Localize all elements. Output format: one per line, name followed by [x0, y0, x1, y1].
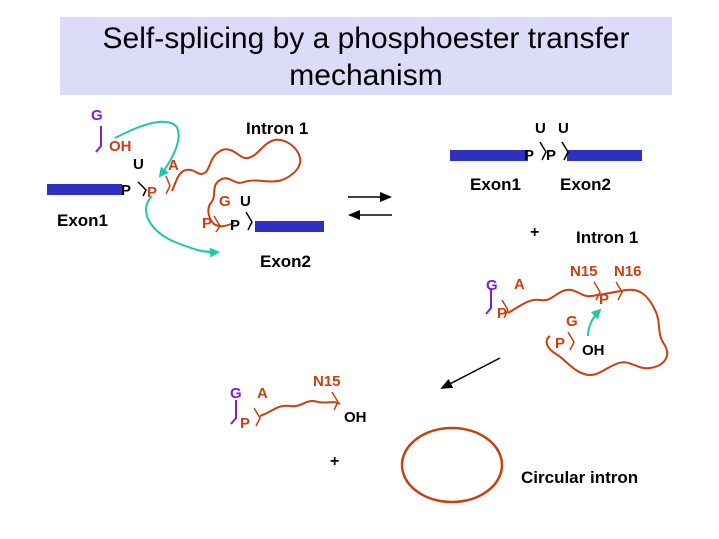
left-p-label-2: P — [147, 184, 157, 201]
right-p-kink-1 — [539, 141, 547, 161]
bottom-p-kink-1 — [253, 407, 261, 427]
lariat-a-label: A — [514, 276, 525, 293]
left-g-label: G — [91, 107, 103, 124]
lariat-n16-label: N16 — [614, 263, 642, 280]
lariat-intron — [507, 288, 669, 376]
left-exon2-label: Exon2 — [260, 252, 311, 271]
bottom-plus-sign: + — [330, 453, 339, 470]
left-u2-label: U — [240, 193, 251, 210]
left-oh-label: OH — [109, 138, 132, 155]
attack-arrow-1 — [114, 120, 180, 178]
lariat-p-inner-label: P — [555, 335, 565, 352]
left-p-kink-4 — [245, 211, 253, 231]
lariat-g-inner-label: G — [566, 313, 578, 330]
right-p-label-2: P — [546, 147, 556, 164]
lariat-g-label: G — [486, 277, 498, 294]
right-intron-label: Intron 1 — [576, 228, 638, 247]
lariat-p-kink-3 — [615, 281, 623, 301]
left-g2-label: G — [219, 193, 231, 210]
product-arrow — [440, 357, 501, 389]
lariat-g-stem — [485, 288, 492, 315]
right-u-label-2: U — [558, 120, 569, 137]
bottom-p-kink-2 — [331, 391, 339, 411]
left-p-kink-1 — [137, 181, 147, 197]
lariat-oh-label: OH — [582, 342, 605, 359]
right-u-label-1: U — [535, 120, 546, 137]
right-plus-sign: + — [530, 224, 539, 241]
left-u-label: U — [133, 156, 144, 173]
bottom-a-label: A — [257, 385, 268, 402]
lariat-n15-label: N15 — [570, 263, 598, 280]
left-p-kink-3 — [213, 215, 221, 233]
right-exon2-label: Exon2 — [560, 175, 611, 194]
lariat-p-top-label: P — [599, 291, 609, 308]
bottom-oh-label: OH — [344, 409, 367, 426]
left-a-label: A — [168, 157, 179, 174]
title-box — [60, 17, 672, 95]
bottom-n15-label: N15 — [313, 373, 341, 390]
lariat-p-kink-2 — [593, 281, 601, 301]
attack-arrow-2 — [145, 195, 220, 258]
right-p-label-1: P — [524, 147, 534, 164]
guanosine-stem — [95, 126, 102, 153]
bottom-g-stem — [230, 400, 237, 425]
right-exon2-bar — [567, 150, 642, 161]
lariat-p-kink-1 — [501, 299, 509, 319]
left-p-label-4: P — [230, 217, 240, 234]
left-exon1-label: Exon1 — [57, 211, 108, 230]
lariat-p-label: P — [497, 305, 507, 322]
right-p-kink-2 — [561, 141, 569, 161]
slide-title: Self-splicing by a phosphoester transfer… — [102, 22, 630, 92]
lariat-attack-arrow — [587, 308, 602, 337]
bottom-panel: G A P N15 OH + Circular intron — [230, 373, 638, 504]
left-panel: G OH U A P P Intron 1 G U P P Exon1 Exon… — [47, 107, 324, 271]
lariat-p-kink-4 — [567, 331, 575, 351]
right-exon1-label: Exon1 — [470, 175, 521, 194]
left-p-label-1: P — [121, 182, 131, 199]
equilibrium-arrows — [348, 192, 392, 220]
right-exon1-bar — [450, 150, 528, 161]
intron-loop — [171, 138, 302, 228]
bottom-g-label: G — [230, 385, 242, 402]
circular-intron-label: Circular intron — [521, 468, 638, 487]
left-p-kink-2 — [165, 175, 171, 195]
exon2-bar — [255, 221, 324, 232]
left-p-label-3: P — [202, 215, 212, 232]
exon1-bar — [47, 184, 122, 195]
bottom-p-label: P — [240, 415, 250, 432]
linear-fragment — [259, 400, 341, 417]
right-panel: U U P P Exon1 Exon2 + Intron 1 G A P N15… — [450, 120, 669, 376]
circular-intron-ring — [400, 426, 504, 504]
left-intron-label: Intron 1 — [246, 119, 308, 138]
